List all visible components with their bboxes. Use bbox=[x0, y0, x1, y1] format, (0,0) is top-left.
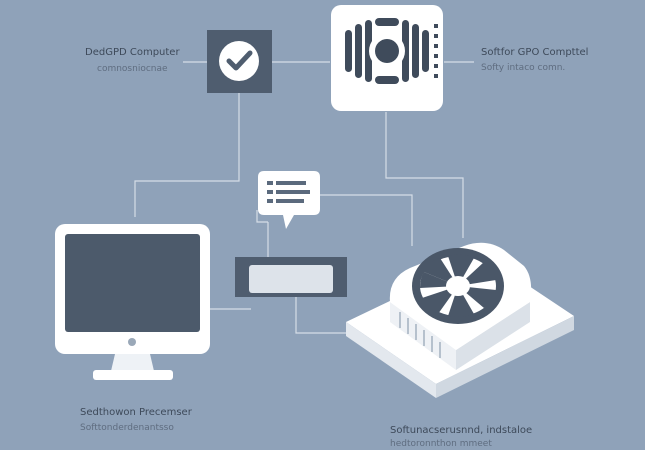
cooling-fan-panel-icon bbox=[331, 5, 443, 111]
gpu-fan-unit-icon bbox=[346, 242, 574, 398]
chat-node[interactable] bbox=[258, 171, 320, 231]
top-right-subtitle: Softy intaco comn. bbox=[481, 63, 566, 73]
connector-block-icon bbox=[235, 257, 347, 297]
top-left-subtitle: comnosniocnae bbox=[97, 64, 168, 74]
connector-line bbox=[295, 297, 350, 334]
bottom-left-title: Sedthowon Precemser bbox=[80, 407, 192, 418]
top-left-title: DedGPD Computer bbox=[85, 47, 180, 58]
checkmark-node[interactable] bbox=[207, 30, 272, 93]
connector-line bbox=[319, 194, 413, 246]
connector-line bbox=[134, 93, 240, 217]
bottom-right-subtitle: hedtoronnthon mmeet bbox=[390, 439, 492, 449]
desktop-monitor-icon bbox=[55, 224, 210, 380]
fan-panel-node[interactable] bbox=[330, 4, 444, 112]
top-right-title: Softfor GPO Compttel bbox=[481, 47, 589, 58]
checkmark-icon bbox=[207, 30, 272, 93]
connector-line bbox=[256, 210, 268, 223]
chat-message-icon bbox=[258, 171, 320, 229]
monitor-node[interactable] bbox=[55, 224, 210, 382]
gpu-fan-node[interactable] bbox=[344, 238, 576, 400]
connector-line bbox=[385, 112, 464, 238]
bottom-right-title: Softunacserusnnd, indstaloe bbox=[390, 425, 533, 436]
connector-block-node[interactable] bbox=[235, 257, 347, 297]
bottom-left-subtitle: Softtonderdenantsso bbox=[80, 423, 174, 433]
